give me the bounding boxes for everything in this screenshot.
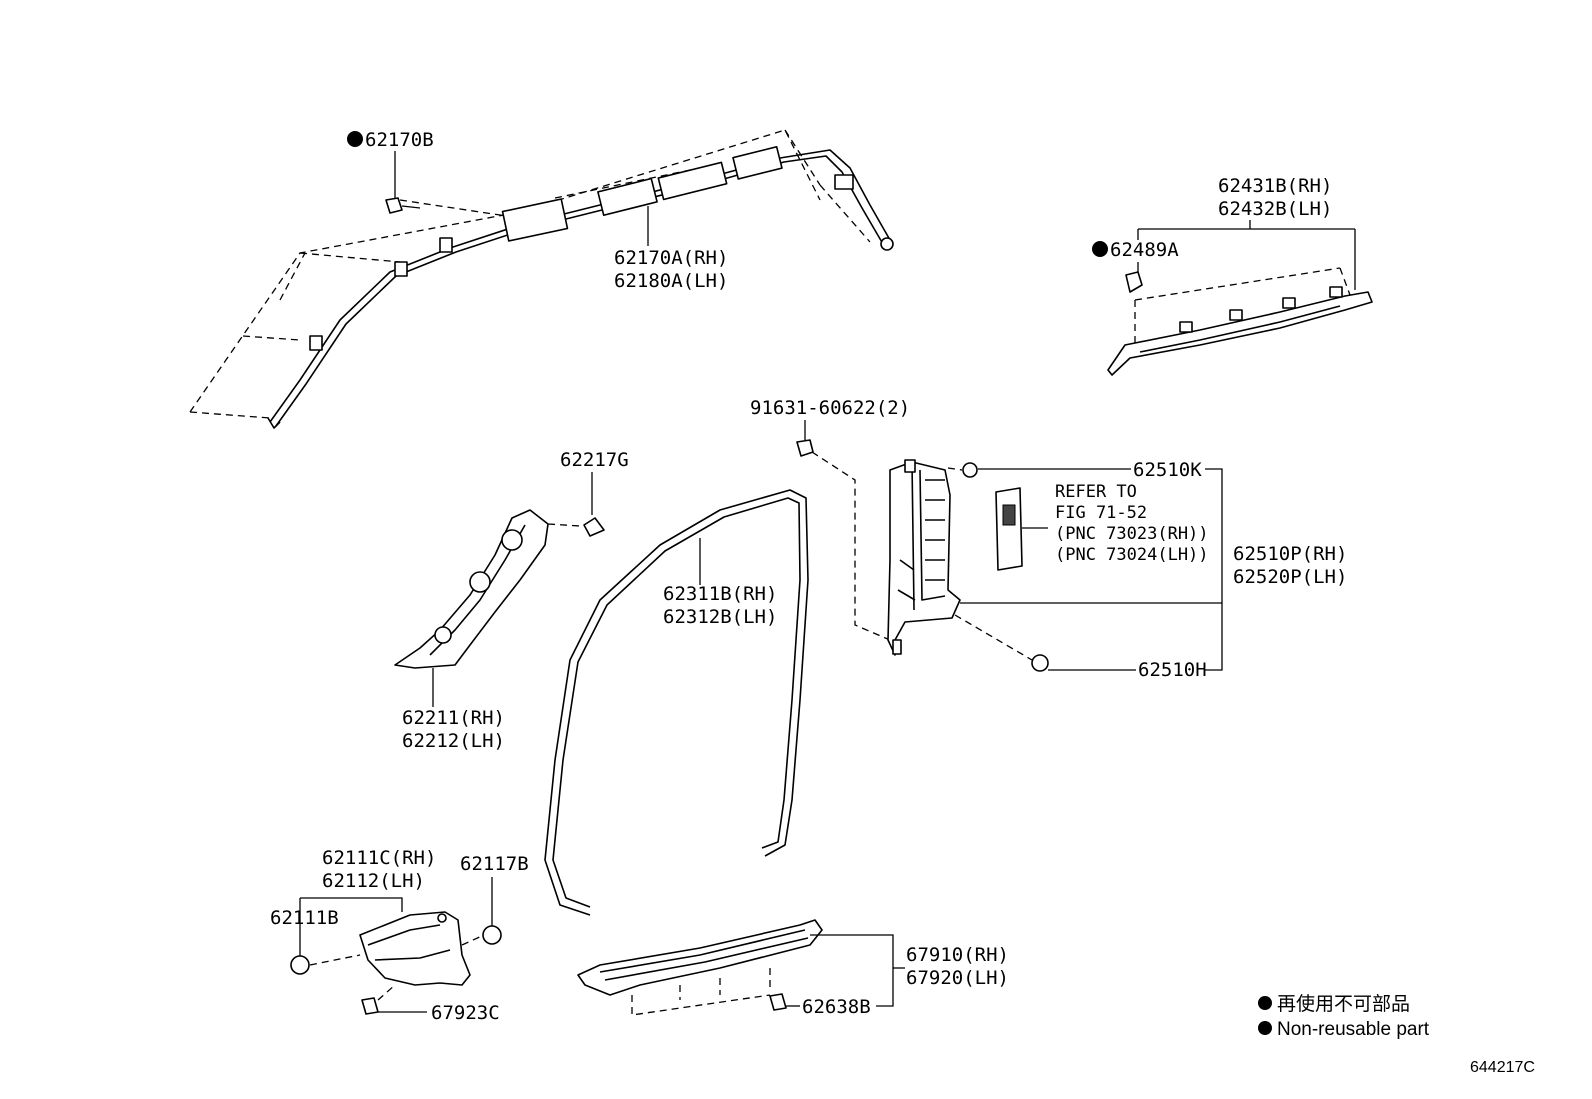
door-weatherstrip [544, 489, 809, 916]
label-62431B: 62431B(RH) [1218, 175, 1332, 197]
legend-line-jp: 再使用不可部品 [1277, 993, 1410, 1015]
non-reusable-mark-icon [347, 131, 363, 147]
b-pillar-inset-panel [995, 487, 1023, 571]
label-62520P: 62520P(LH) [1233, 566, 1347, 588]
label-67923C: 67923C [431, 1002, 500, 1024]
legend: 再使用不可部品 Non-reusable part [1258, 993, 1430, 1040]
label-62510H: 62510H [1138, 659, 1207, 681]
label-91631: 91631-60622(2) [750, 397, 910, 419]
label-62117B: 62117B [460, 853, 529, 875]
callout-62170: 62170B 62170A(RH) 62180A(LH) [347, 129, 728, 292]
label-62311B: 62311B(RH) [663, 583, 777, 605]
label-67910: 67910(RH) [906, 944, 1009, 966]
curtain-airbag-assembly [189, 129, 894, 429]
label-62510K: 62510K [1133, 459, 1202, 481]
note-fig: FIG 71-52 [1055, 503, 1147, 523]
label-62111B: 62111B [270, 907, 339, 929]
label-62217G: 62217G [560, 449, 629, 471]
callout-62217G-62211: 62217G 62211(RH) 62212(LH) [402, 449, 629, 752]
b-pillar-upper-garnish [887, 459, 1023, 656]
roof-side-garnish [1107, 267, 1373, 376]
label-62180A: 62180A(LH) [614, 270, 728, 292]
callout-67910: 67910(RH) 67920(LH) 62638B [786, 934, 1009, 1018]
callout-62111: 62111C(RH) 62112(LH) 62111B 62117B 67923… [270, 847, 529, 1024]
clip-62170B [385, 197, 421, 214]
non-reusable-mark-icon [1092, 241, 1108, 257]
legend-mark-icon [1258, 1021, 1272, 1035]
front-pillar-garnish [394, 509, 605, 669]
label-62510P: 62510P(RH) [1233, 543, 1347, 565]
label-67920: 67920(LH) [906, 967, 1009, 989]
cowl-side-trim [290, 911, 502, 1015]
label-62112: 62112(LH) [322, 870, 425, 892]
label-62170A: 62170A(RH) [614, 247, 728, 269]
label-62170B: 62170B [365, 129, 434, 151]
label-62212: 62212(LH) [402, 730, 505, 752]
note-pnc-lh: (PNC 73024(LH)) [1055, 545, 1209, 565]
legend-line-en: Non-reusable part [1277, 1019, 1430, 1040]
callout-62510: 62510K REFER TO FIG 71-52 (PNC 73023(RH)… [947, 459, 1347, 681]
note-pnc-rh: (PNC 73023(RH)) [1055, 524, 1209, 544]
label-62111C: 62111C(RH) [322, 847, 436, 869]
scuff-plate [577, 919, 823, 1016]
label-62312B: 62312B(LH) [663, 606, 777, 628]
callout-91631: 91631-60622(2) [750, 397, 910, 641]
label-62638B: 62638B [802, 996, 871, 1018]
legend-mark-icon [1258, 996, 1272, 1010]
label-62489A: 62489A [1110, 239, 1179, 261]
label-62211: 62211(RH) [402, 707, 505, 729]
callout-62311: 62311B(RH) 62312B(LH) [663, 538, 777, 628]
figure-id: 644217C [1470, 1059, 1535, 1076]
label-62432B: 62432B(LH) [1218, 198, 1332, 220]
callout-62431: 62431B(RH) 62432B(LH) 62489A [1092, 175, 1356, 290]
note-refer-to: REFER TO [1055, 482, 1137, 502]
